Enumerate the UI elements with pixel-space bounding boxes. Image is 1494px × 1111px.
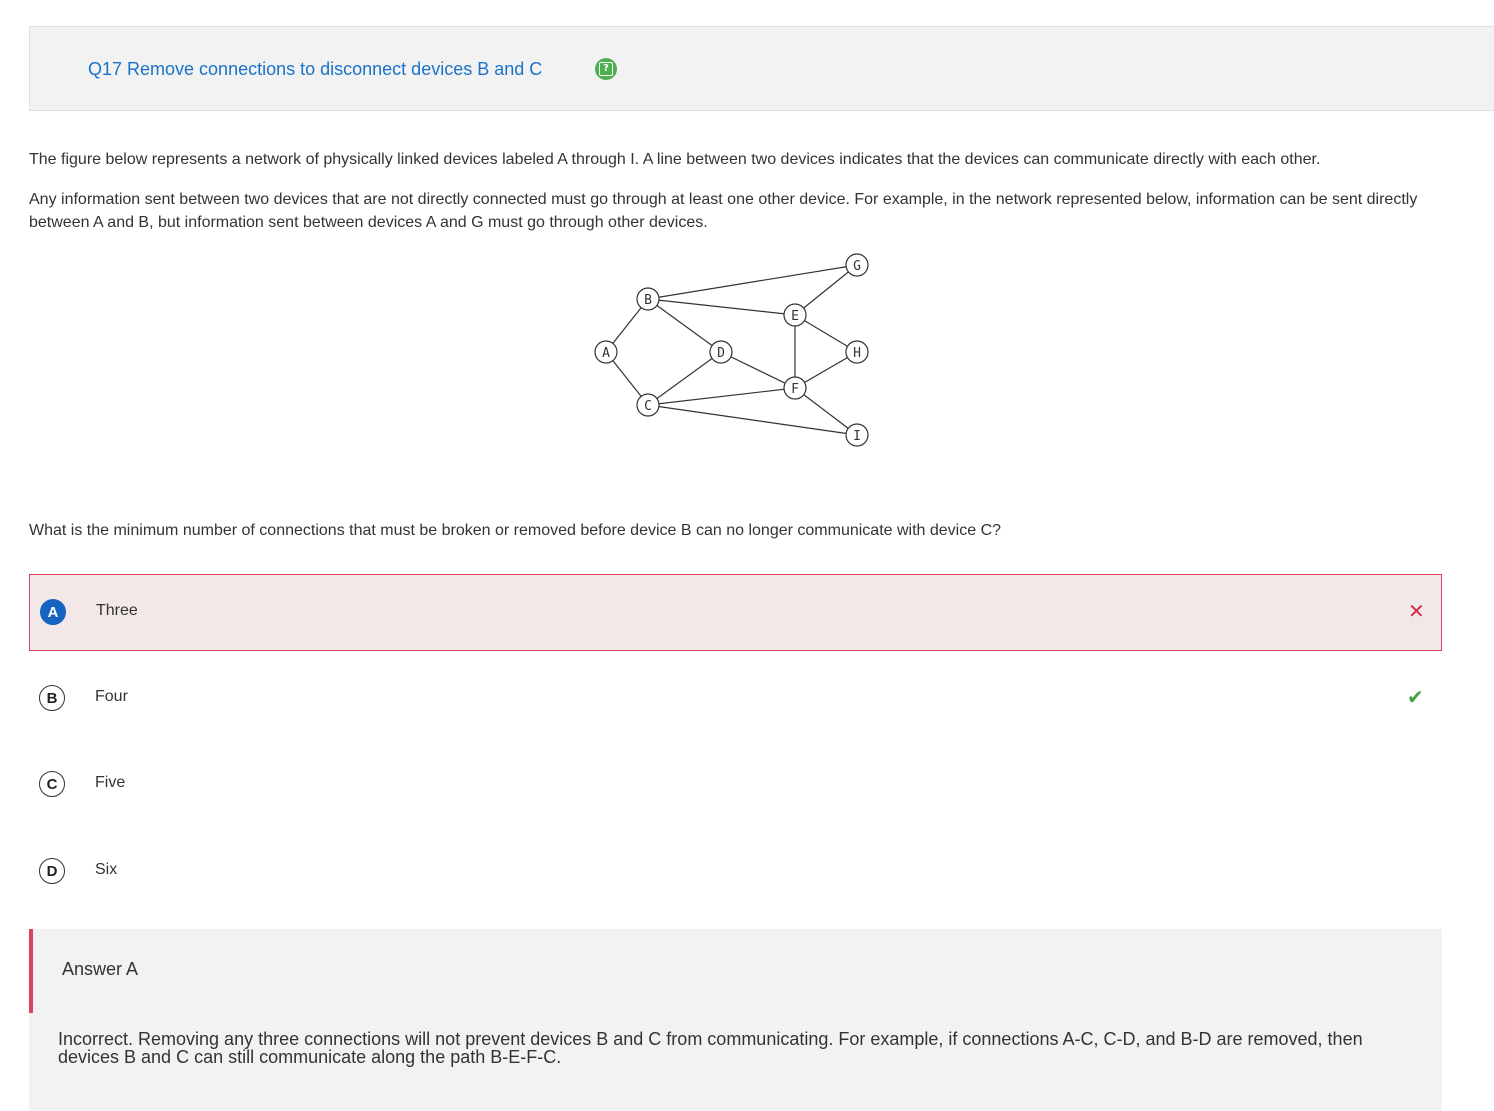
node-label: H: [853, 346, 861, 361]
x-icon: ✕: [1408, 601, 1425, 623]
edge-c-d: [647, 351, 722, 406]
node-label: F: [791, 382, 799, 397]
edge-c-f: [647, 387, 796, 406]
option-letter: D: [39, 858, 65, 884]
check-icon: ✔: [1407, 687, 1424, 709]
answer-title: Answer A: [62, 959, 139, 979]
question-title[interactable]: Q17 Remove connections to disconnect dev…: [88, 59, 543, 79]
node-h: H: [845, 340, 869, 364]
edge-c-i: [647, 404, 858, 436]
edge-f-h: [794, 351, 858, 389]
node-g: G: [845, 253, 869, 277]
question-prompt: What is the minimum number of connection…: [29, 522, 1002, 539]
node-c: C: [636, 393, 660, 417]
node-e: E: [783, 303, 807, 327]
option-letter: B: [39, 685, 65, 711]
node-label: B: [644, 293, 652, 308]
option-d[interactable]: D Six: [29, 832, 1442, 909]
edge-b-g: [647, 264, 858, 300]
edge-b-e: [647, 298, 796, 316]
option-c[interactable]: C Five: [29, 746, 1442, 823]
option-letter: A: [40, 599, 66, 625]
help-icon[interactable]: ?: [595, 58, 617, 80]
question-paragraph-2: Any information sent between two devices…: [29, 191, 1418, 231]
node-label: D: [717, 346, 725, 361]
answer-accent-bar: [29, 929, 33, 1013]
edge-e-h: [794, 314, 858, 353]
option-text: Six: [95, 861, 118, 878]
node-i: I: [845, 423, 869, 447]
node-label: E: [791, 309, 799, 324]
option-a[interactable]: A Three ✕: [29, 574, 1442, 651]
node-label: I: [853, 429, 861, 444]
option-letter: C: [39, 771, 65, 797]
option-text: Four: [95, 688, 128, 705]
node-label: A: [602, 346, 610, 361]
edge-e-g: [794, 264, 858, 316]
node-label: C: [644, 399, 652, 414]
answer-explanation: Incorrect. Removing any three connection…: [58, 1029, 1363, 1067]
edge-d-f: [720, 351, 796, 389]
question-paragraph-1: The figure below represents a network of…: [29, 151, 1321, 168]
network-diagram: A B C D E F G H I: [594, 253, 869, 447]
answer-panel: Answer A Incorrect. Removing any three c…: [29, 929, 1442, 1111]
option-b[interactable]: B Four ✔: [29, 660, 1442, 737]
node-b: B: [636, 287, 660, 311]
edge-b-d: [647, 298, 722, 353]
node-d: D: [709, 340, 733, 364]
edge-f-i: [794, 387, 858, 436]
question-header: Q17 Remove connections to disconnect dev…: [29, 26, 1494, 111]
node-f: F: [783, 376, 807, 400]
node-a: A: [594, 340, 618, 364]
node-label: G: [853, 259, 861, 274]
option-text: Five: [95, 774, 126, 791]
option-text: Three: [96, 602, 138, 619]
